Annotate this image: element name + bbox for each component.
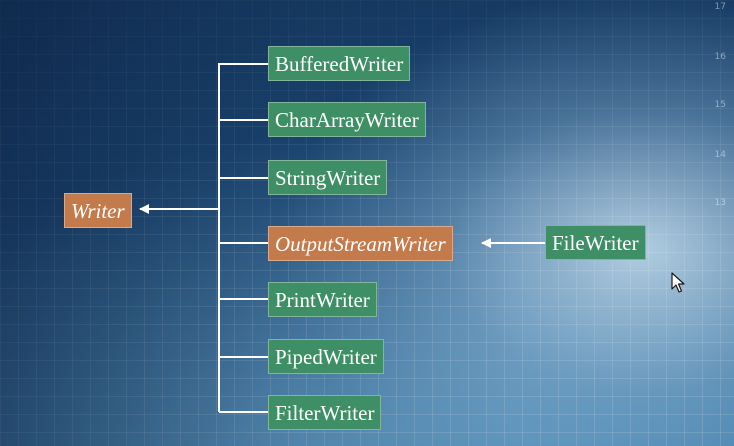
node-bufferedwriter: BufferedWriter <box>268 46 411 81</box>
node-pipedwriter: PipedWriter <box>268 339 384 374</box>
node-printwriter: PrintWriter <box>268 282 377 317</box>
node-outputstreamwriter: OutputStreamWriter <box>268 226 453 261</box>
node-stringwriter: StringWriter <box>268 160 388 195</box>
ruler-number: 15 <box>714 100 726 110</box>
ruler-number: 16 <box>714 52 726 62</box>
node-chararraywriter: CharArrayWriter <box>268 102 426 137</box>
ruler-number: 17 <box>714 2 726 12</box>
node-filterwriter: FilterWriter <box>268 395 382 430</box>
ruler-number: 14 <box>714 150 726 160</box>
node-filewriter: FileWriter <box>545 225 646 260</box>
node-writer: Writer <box>64 193 132 228</box>
ruler-number: 13 <box>714 198 726 208</box>
mouse-pointer-icon <box>671 272 685 293</box>
